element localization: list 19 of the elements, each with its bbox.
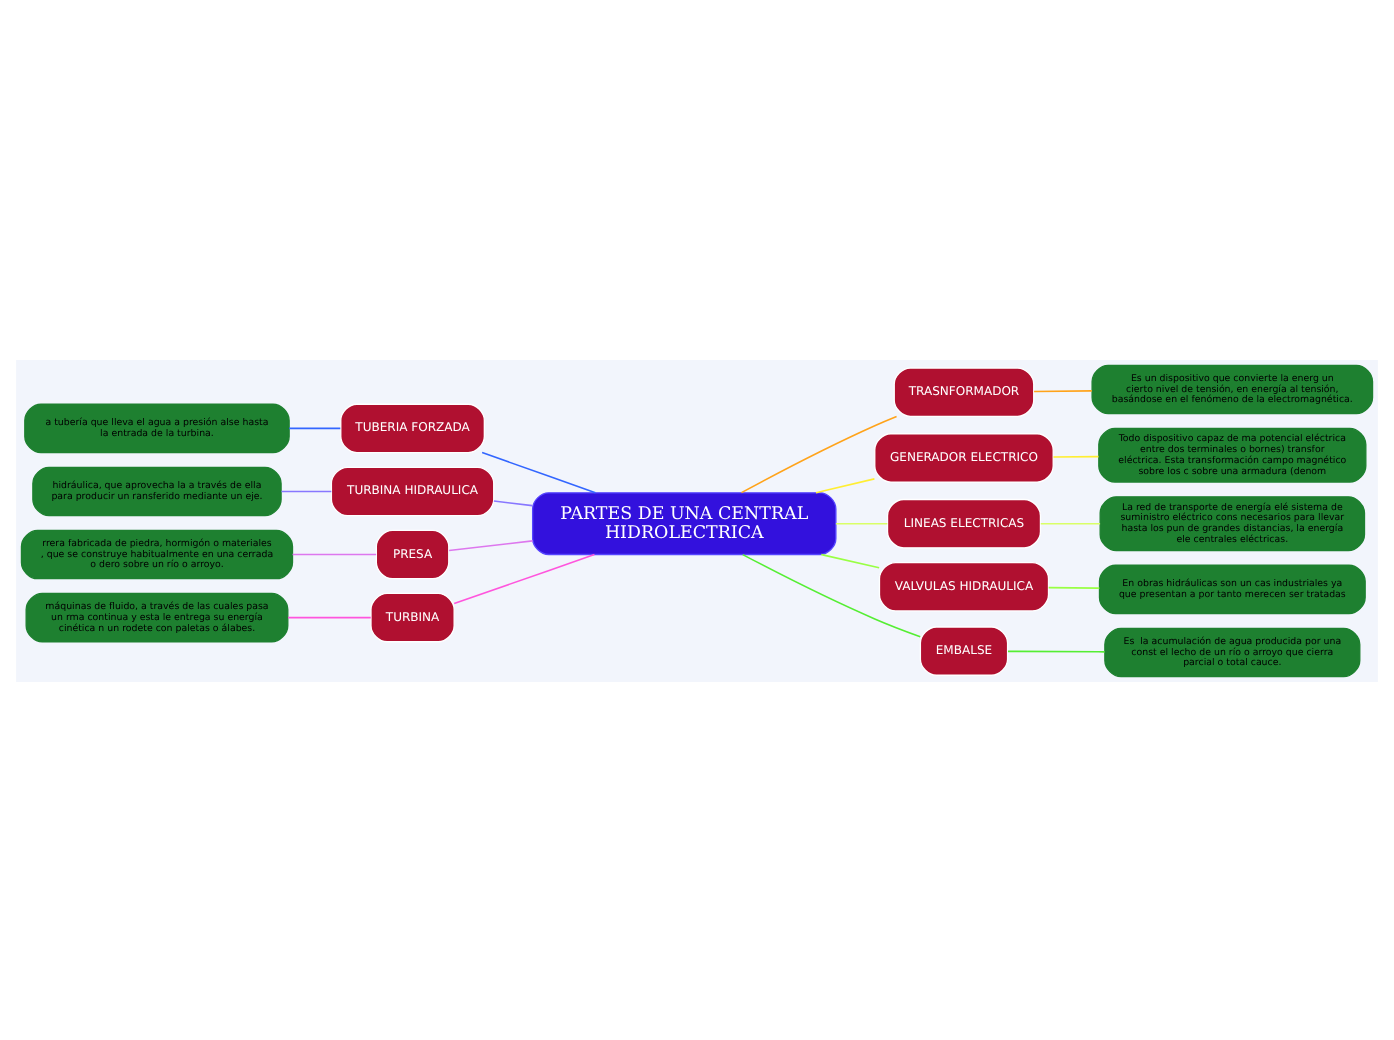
- connector: [741, 552, 922, 637]
- connector: [740, 414, 898, 493]
- node-box: PARTES DE UNA CENTRAL HIDROLECTRICA: [532, 491, 837, 555]
- connector: [280, 489, 333, 492]
- connector: [815, 477, 876, 493]
- connector: [1007, 649, 1106, 652]
- connector: [1033, 389, 1093, 392]
- connector: [481, 450, 597, 493]
- connector: [493, 499, 534, 506]
- connector: [1052, 454, 1100, 457]
- connector: [291, 552, 377, 555]
- connector: [288, 426, 342, 429]
- connector: [448, 539, 534, 551]
- connector: [835, 521, 889, 524]
- connector: [453, 552, 596, 604]
- connector: [287, 615, 372, 618]
- connector: [1039, 521, 1101, 524]
- connector: [820, 552, 880, 568]
- connector: [1047, 585, 1101, 588]
